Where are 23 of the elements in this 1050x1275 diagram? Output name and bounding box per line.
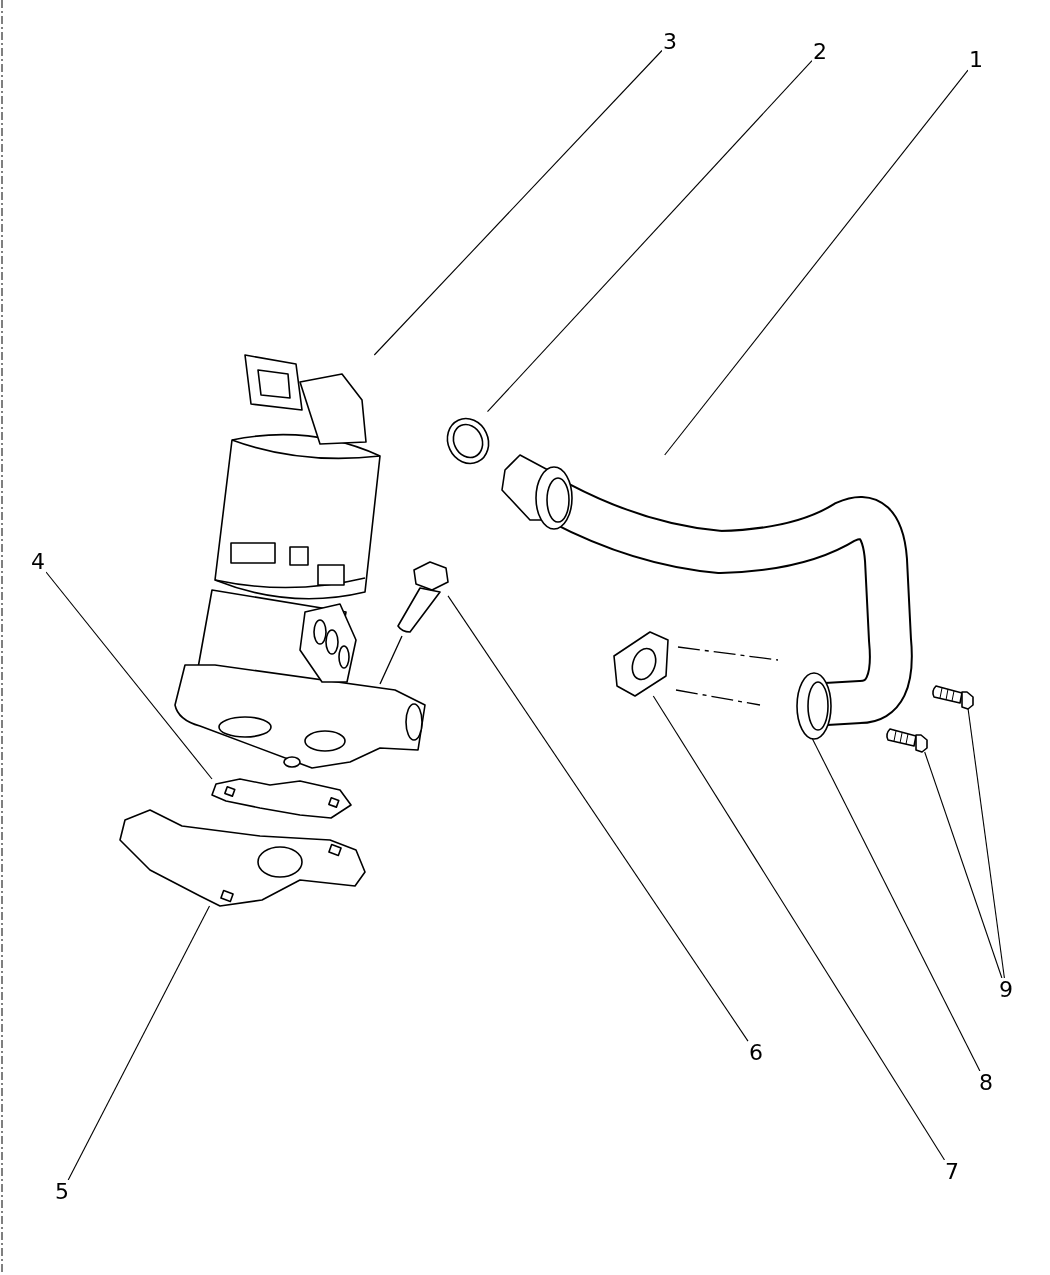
- flange-drawing: [796, 672, 832, 740]
- leader-line: [811, 738, 981, 1072]
- callout-number: 3: [662, 30, 678, 54]
- leader-line: [373, 49, 663, 356]
- bolt-drawing: [932, 685, 974, 710]
- callout-number: 1: [968, 48, 984, 72]
- leader-line: [45, 571, 213, 780]
- pipe-drawing: [501, 454, 913, 726]
- leader-line: [664, 69, 969, 456]
- gasket-drawing: [211, 778, 352, 819]
- gasket-drawing: [119, 809, 366, 907]
- callout-number: 4: [30, 550, 46, 574]
- bolt-drawing: [886, 728, 928, 753]
- o-ring-drawing: [446, 417, 490, 465]
- leader-line: [967, 708, 1005, 979]
- leader-line: [652, 695, 946, 1161]
- bolt-drawing: [379, 561, 449, 685]
- leader-line: [67, 905, 211, 1181]
- callout-number: 2: [812, 40, 828, 64]
- leader-line: [924, 751, 1003, 979]
- valve-drawing: [174, 354, 426, 769]
- leader-line: [447, 595, 749, 1042]
- leader-line: [486, 60, 813, 413]
